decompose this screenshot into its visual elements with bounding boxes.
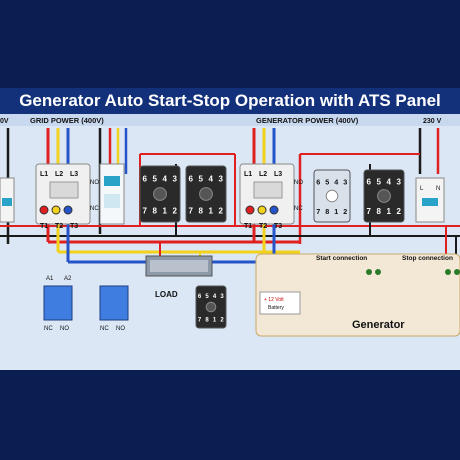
svg-text:NO: NO (60, 326, 69, 332)
svg-text:T3: T3 (70, 223, 78, 230)
relay-pin-label: 2 (343, 207, 347, 216)
page-title: Generator Auto Start-Stop Operation with… (0, 88, 460, 114)
relay-pin-label: 4 (334, 178, 338, 187)
relay-pin-label: 4 (163, 175, 168, 184)
relay-pin-label: 4 (387, 178, 392, 187)
svg-text:T1: T1 (40, 223, 48, 230)
svg-text:NC: NC (100, 326, 109, 332)
relay-pin-label: 3 (219, 175, 224, 184)
svg-text:T3: T3 (274, 223, 282, 230)
svg-text:A2: A2 (64, 276, 72, 282)
wiring-diagram: GRID POWER (400V) GENERATOR POWER (400V)… (0, 114, 460, 337)
svg-text:NC: NC (90, 206, 99, 212)
relay-pin-label: 7 (316, 207, 320, 216)
relay-pin-label: 5 (199, 175, 204, 184)
relay-pin-label: 7 (143, 207, 148, 216)
wiring-diagram-panel: GRID POWER (400V) GENERATOR POWER (400V)… (0, 114, 460, 370)
relay-pin-label: 7 (198, 318, 202, 324)
relay-pin-label: 3 (343, 178, 347, 187)
svg-text:NO: NO (116, 326, 125, 332)
svg-text:NC: NC (294, 206, 303, 212)
relay-pin-label: 6 (189, 175, 194, 184)
svg-text:NC: NC (44, 326, 53, 332)
relay-pin-label: 6 (143, 175, 148, 184)
svg-text:L3: L3 (70, 171, 78, 178)
relay-pin-label: 1 (387, 207, 392, 216)
svg-text:N: N (436, 186, 440, 192)
mcb-breaker-left (0, 177, 15, 223)
generator-power-label: GENERATOR POWER (400V) (256, 116, 359, 125)
svg-text:T2: T2 (55, 223, 63, 230)
relay-pin-label: 4 (209, 175, 214, 184)
generator-panel: Start connection Stop connection + 12 Vo… (255, 253, 460, 337)
relay-pin-label: 2 (173, 207, 178, 216)
stop-connection-label: Stop connection (402, 255, 453, 262)
svg-text:L2: L2 (259, 171, 267, 178)
start-connection-label: Start connection (316, 255, 367, 262)
svg-text:L1: L1 (40, 171, 48, 178)
relay-pin-label: 3 (220, 294, 224, 300)
mcb-breaker-right: L N (415, 177, 445, 223)
relay-pin-label: 7 (367, 207, 372, 216)
relay-pin-label: 2 (219, 207, 224, 216)
bottom-dark-band (0, 370, 460, 460)
relay-pin-label: 2 (397, 207, 402, 216)
svg-text:L: L (420, 186, 424, 192)
relay-pin-label: 6 (198, 294, 202, 300)
top-dark-band (0, 0, 460, 88)
svg-text:NO: NO (294, 180, 303, 186)
push-button-left: A1 A2 NC NO (43, 276, 73, 332)
relay-pin-label: 1 (209, 207, 214, 216)
header-strip (0, 114, 460, 126)
grid-contactor: L1 L2 L3 T1 T2 T3 NO NC (35, 163, 99, 230)
voltage-label-230: 230 V (423, 118, 442, 125)
relay-pin-label: 5 (377, 178, 382, 187)
relay-pin-label: 5 (153, 175, 158, 184)
relay-pin-label: 6 (316, 178, 320, 187)
relay-pin-label: 1 (213, 318, 217, 324)
push-button-right: NC NO (99, 285, 129, 332)
relay-pin-label: 4 (213, 294, 217, 300)
svg-text:L1: L1 (244, 171, 252, 178)
svg-text:L3: L3 (274, 171, 282, 178)
relay-pin-label: 8 (199, 207, 204, 216)
relay-pin-label: 3 (397, 178, 402, 187)
load-label: LOAD (155, 290, 178, 299)
svg-text:A1: A1 (46, 276, 54, 282)
svg-text:T2: T2 (259, 223, 267, 230)
relay-pin-label: 8 (325, 207, 329, 216)
relay-pin-label: 6 (367, 178, 372, 187)
voltage-label-left: 0V (0, 118, 9, 125)
grid-power-label: GRID POWER (400V) (30, 116, 104, 125)
relay-pin-label: 2 (220, 318, 224, 324)
battery-label: + 12 Volt (264, 297, 284, 303)
relay-pin-label: 8 (377, 207, 382, 216)
timer-module (99, 163, 125, 225)
relay-pin-label: 3 (173, 175, 178, 184)
generator-contactor: L1 L2 L3 T1 T2 T3 NO NC (239, 163, 303, 230)
svg-text:NO: NO (90, 180, 99, 186)
load-terminal-block (145, 255, 213, 277)
relay-pin-label: 5 (205, 294, 209, 300)
relay-pin-label: 1 (334, 207, 338, 216)
relay-pin-label: 7 (189, 207, 194, 216)
relay-pin-label: 5 (325, 178, 329, 187)
svg-text:T1: T1 (244, 223, 252, 230)
relay-pin-label: 1 (163, 207, 168, 216)
svg-text:Battery: Battery (268, 305, 284, 311)
generator-label: Generator (352, 319, 405, 331)
relay-pin-label: 8 (205, 318, 209, 324)
relay-pin-label: 8 (153, 207, 158, 216)
svg-text:L2: L2 (55, 171, 63, 178)
